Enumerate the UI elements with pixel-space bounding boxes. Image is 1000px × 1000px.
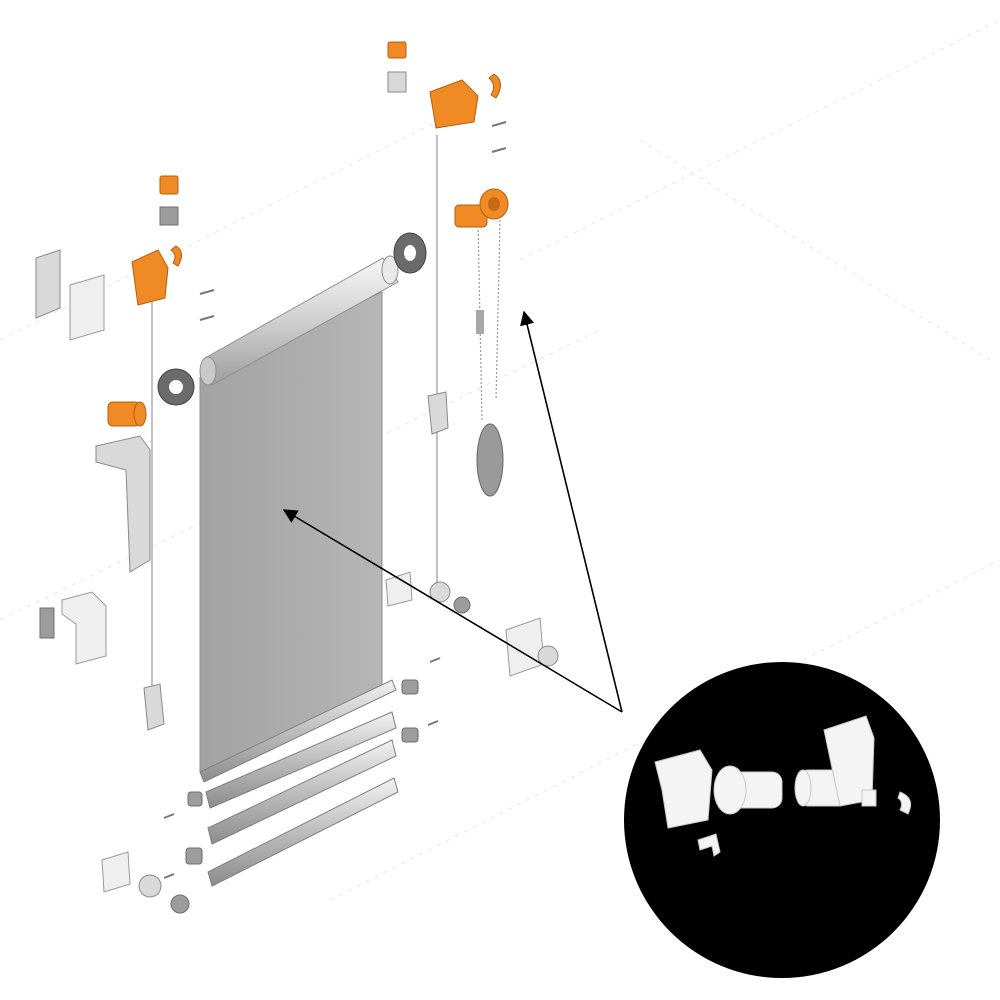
wall-plate-left [35, 249, 61, 319]
gray-clip-left [159, 206, 179, 226]
screw [491, 147, 507, 153]
arrow-to-fabric [282, 509, 623, 713]
orange-bracket-right [429, 79, 479, 129]
end-knob-right [537, 645, 559, 667]
screw [491, 121, 507, 127]
rail-end-cap [401, 727, 419, 743]
orange-clip-small-left [170, 245, 182, 267]
roller-tube [199, 255, 399, 386]
bottom-rails [199, 679, 399, 887]
orange-cap-right [387, 41, 407, 59]
washer-right [393, 232, 427, 274]
rail-end-cap [401, 679, 419, 695]
chain-drive-plug-right [454, 188, 509, 228]
inset-bracket-right [823, 715, 875, 807]
screw [199, 315, 215, 321]
bead-chain [476, 219, 501, 421]
screw [199, 289, 215, 295]
cord-weight-right [427, 391, 449, 435]
guide-cords [151, 135, 438, 690]
rail-end-cap [185, 847, 203, 865]
bottom-bracket-left [101, 851, 131, 893]
bottom-rail [207, 777, 399, 887]
inset-bracket-left [654, 749, 713, 829]
screw [163, 813, 175, 819]
orange-bracket-left [131, 249, 169, 306]
u-bracket-left [61, 591, 107, 665]
screws [163, 121, 507, 879]
screw [427, 720, 439, 726]
bottom-cap-right [429, 581, 451, 603]
bottom-rail [199, 679, 397, 783]
side-bracket-left [95, 435, 151, 573]
end-plug-left [107, 401, 147, 427]
cord-weight-left [143, 683, 165, 731]
bottom-rail [207, 739, 397, 845]
bottom-knob-left-small [170, 894, 190, 914]
inset-small-part [861, 789, 877, 807]
washer-left [157, 368, 195, 406]
inset-small-bracket [697, 833, 721, 857]
inset-end-plug [713, 765, 783, 815]
screw [429, 657, 441, 663]
bottom-knob-left [138, 874, 162, 898]
orange-cap-left [159, 175, 179, 195]
inset-photo [624, 662, 940, 978]
bottom-knob-right [453, 596, 471, 614]
small-plate-left [39, 607, 55, 639]
rail-end-cap [187, 791, 203, 807]
screw [163, 873, 175, 879]
gray-clip-right [387, 71, 407, 93]
wall-plate-left-inner [69, 274, 105, 341]
arrow-to-chain [520, 310, 623, 713]
orange-clip-small-right [488, 73, 501, 99]
chain-weight-pendant [476, 423, 504, 497]
inset-clip [897, 791, 912, 815]
bottom-rail [205, 711, 397, 809]
bottom-bracket-right [385, 571, 413, 607]
